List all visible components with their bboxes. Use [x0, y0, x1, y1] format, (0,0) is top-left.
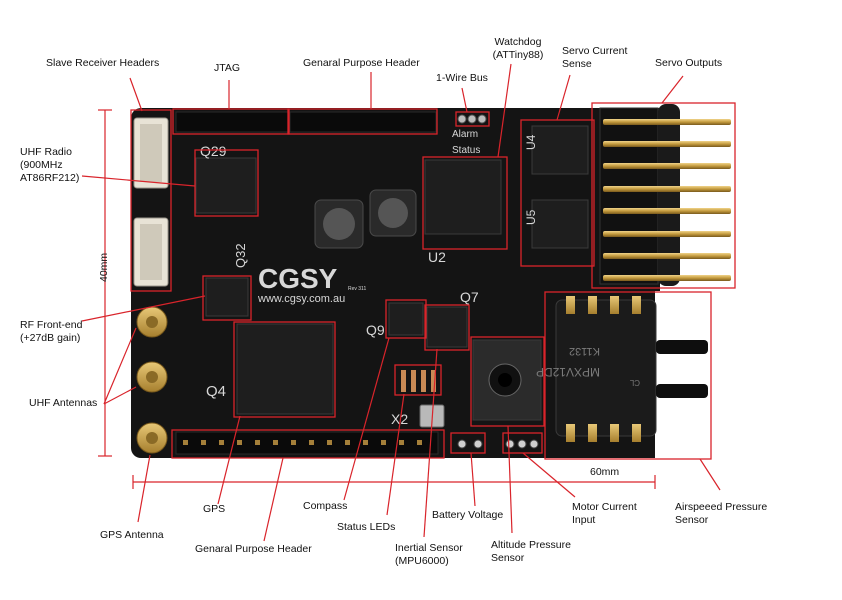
silk-q32: Q32: [233, 243, 248, 268]
label-width-dimension: 60mm: [590, 466, 620, 478]
silk-alarm: Alarm: [452, 129, 478, 140]
silk-u4: U4: [524, 134, 538, 150]
label-general-purpose-header-top: Genaral Purpose Header: [303, 57, 420, 69]
silk-rev: Rev 311: [348, 286, 366, 292]
label-altitude-pressure-line1: Altitude Pressure: [491, 539, 571, 551]
label-gps-antenna: GPS Antenna: [100, 529, 164, 541]
label-compass: Compass: [303, 500, 348, 512]
label-slave-receiver-headers: Slave Receiver Headers: [46, 57, 160, 69]
silk-q7: Q7: [460, 289, 479, 305]
status-led-parts: [401, 370, 436, 392]
sensor-part-number: MPXV12DP: [536, 365, 600, 379]
label-uhf-radio-line1: UHF Radio: [20, 146, 72, 158]
label-one-wire-bus: 1-Wire Bus: [436, 72, 488, 84]
label-servo-outputs: Servo Outputs: [655, 57, 723, 69]
sensor-cl-mark: CL: [629, 378, 640, 387]
label-uhf-radio: UHF Radio (900MHz AT86RF212): [20, 146, 79, 185]
bottom-header: [175, 431, 439, 455]
label-uhf-radio-line2: (900MHz: [20, 159, 63, 171]
top-header-blocks: [175, 111, 437, 133]
silk-x2: X2: [391, 411, 408, 427]
label-motor-current-input: Motor Current Input: [572, 501, 637, 527]
label-general-purpose-header-bottom: Genaral Purpose Header: [195, 543, 312, 555]
label-inertial-sensor-line1: Inertial Sensor: [395, 542, 463, 554]
label-airspeed-pressure-line1: Airspeeed Pressure: [675, 501, 768, 513]
airspeed-sensor-pins: [566, 296, 641, 442]
silk-q29: Q29: [200, 143, 227, 159]
bottom-header-pins: [183, 440, 422, 445]
silk-u2: U2: [428, 249, 446, 265]
inductors: [314, 189, 417, 249]
label-altitude-pressure-sensor: Altitude Pressure Sensor: [491, 539, 571, 565]
dimension-60mm: [132, 475, 656, 489]
label-rf-frontend-line1: RF Front-end: [20, 319, 83, 331]
label-watchdog-line2: (ATTiny88): [492, 49, 544, 61]
label-height-dimension: 40mm: [98, 252, 110, 282]
label-servo-current-sense-line2: Sense: [562, 58, 592, 70]
silk-website: www.cgsy.com.au: [257, 293, 345, 305]
antenna-connectors: [136, 306, 168, 454]
barometer-port: [488, 363, 522, 397]
label-motor-current-line2: Input: [572, 514, 596, 526]
silk-status: Status: [452, 145, 480, 156]
callout-leaders: [81, 63, 721, 542]
label-status-leds: Status LEDs: [337, 521, 396, 533]
label-uhf-radio-line3: AT86RF212): [20, 172, 80, 184]
label-gps: GPS: [203, 503, 226, 515]
sensor-lot-code: K1132: [569, 345, 600, 357]
label-motor-current-line1: Motor Current: [572, 501, 637, 513]
label-airspeed-pressure-sensor: Airspeeed Pressure Sensor: [675, 501, 767, 527]
slave-receiver-connectors: [133, 117, 169, 287]
servo-pins: [603, 119, 731, 281]
label-inertial-sensor-line2: (MPU6000): [395, 555, 449, 567]
dimension-40mm: [98, 109, 112, 457]
airspeed-sensor: [555, 299, 708, 437]
label-battery-voltage: Battery Voltage: [432, 509, 504, 521]
label-altitude-pressure-line2: Sensor: [491, 552, 525, 564]
label-watchdog-line1: Watchdog: [494, 36, 542, 48]
label-rf-frontend: RF Front-end (+27dB gain): [20, 319, 82, 345]
silk-q9: Q9: [366, 322, 385, 338]
label-jtag: JTAG: [214, 62, 241, 74]
silk-brand: CGSY: [258, 263, 338, 294]
label-servo-current-sense-line1: Servo Current: [562, 45, 628, 57]
label-watchdog: Watchdog (ATTiny88): [484, 36, 552, 62]
label-rf-frontend-line2: (+27dB gain): [20, 332, 81, 344]
silk-q4: Q4: [206, 383, 226, 400]
label-airspeed-pressure-line2: Sensor: [675, 514, 709, 526]
label-uhf-antennas: UHF Antennas: [29, 397, 98, 409]
silk-u5: U5: [524, 209, 538, 225]
label-inertial-sensor: Inertial Sensor (MPU6000): [395, 542, 463, 568]
label-servo-current-sense: Servo Current Sense: [562, 45, 627, 71]
one-wire-pads: [457, 114, 487, 124]
